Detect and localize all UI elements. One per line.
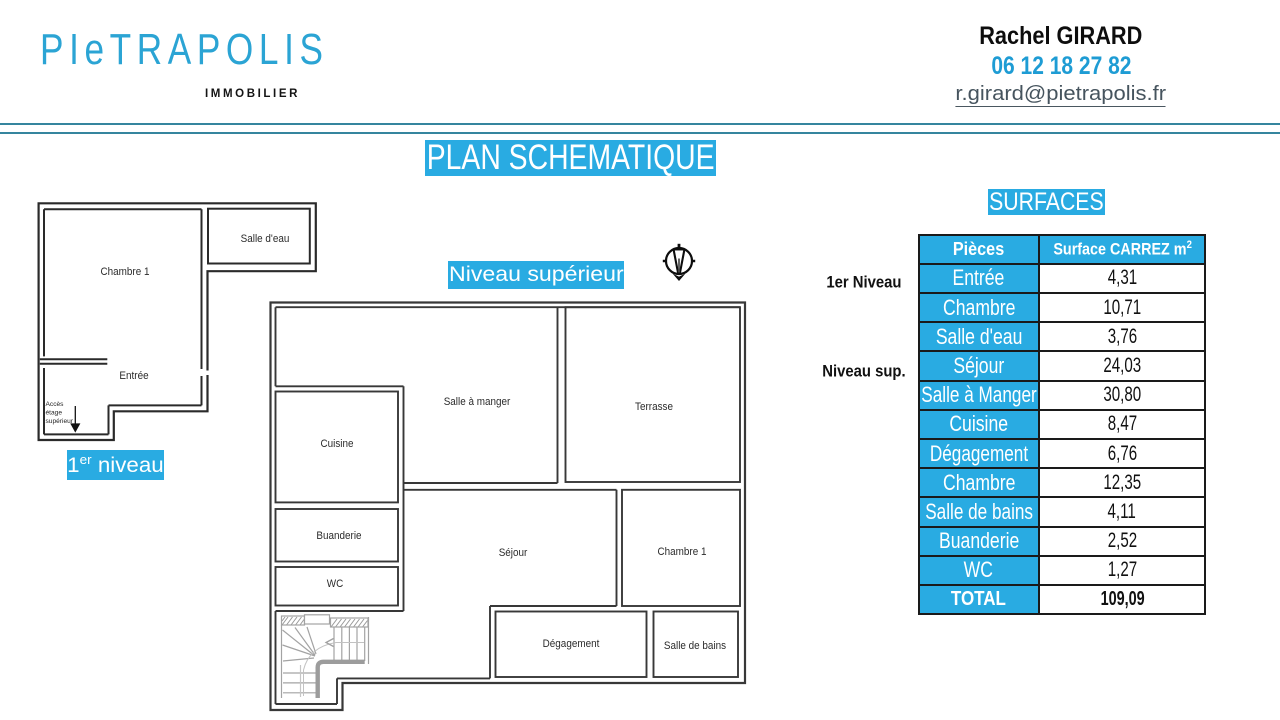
svg-text:supérieur: supérieur bbox=[46, 418, 74, 425]
svg-text:étage: étage bbox=[46, 410, 63, 417]
svg-text:Accès: Accès bbox=[46, 401, 65, 408]
